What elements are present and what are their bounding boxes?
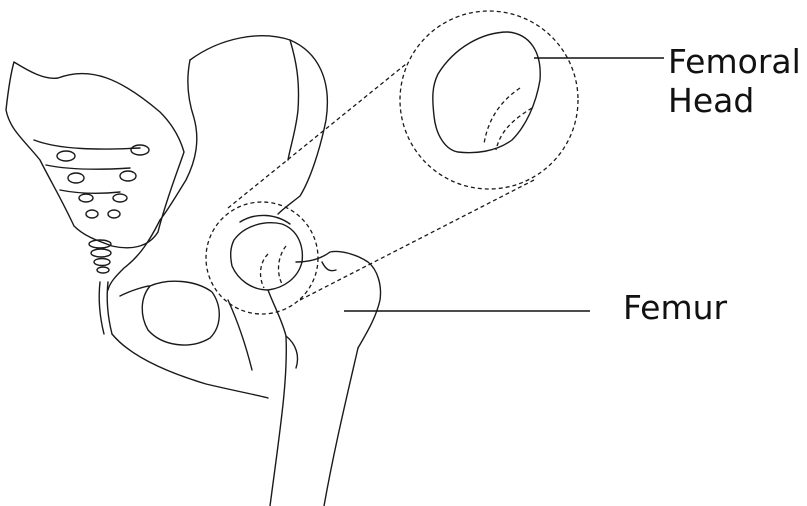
sacrum [6,62,184,248]
zoom-connector-top [228,64,406,208]
large-zoom-circle [400,11,578,189]
femur-label: Femur [623,288,727,327]
zoom-connector-bottom [300,180,534,300]
femur-bone [231,223,381,506]
femoral-head-label: Femoral Head [668,42,801,120]
magnify-callout [206,11,578,314]
small-focus-circle [206,202,318,314]
hip-bone [108,36,327,398]
pubic-symphysis [99,282,112,334]
